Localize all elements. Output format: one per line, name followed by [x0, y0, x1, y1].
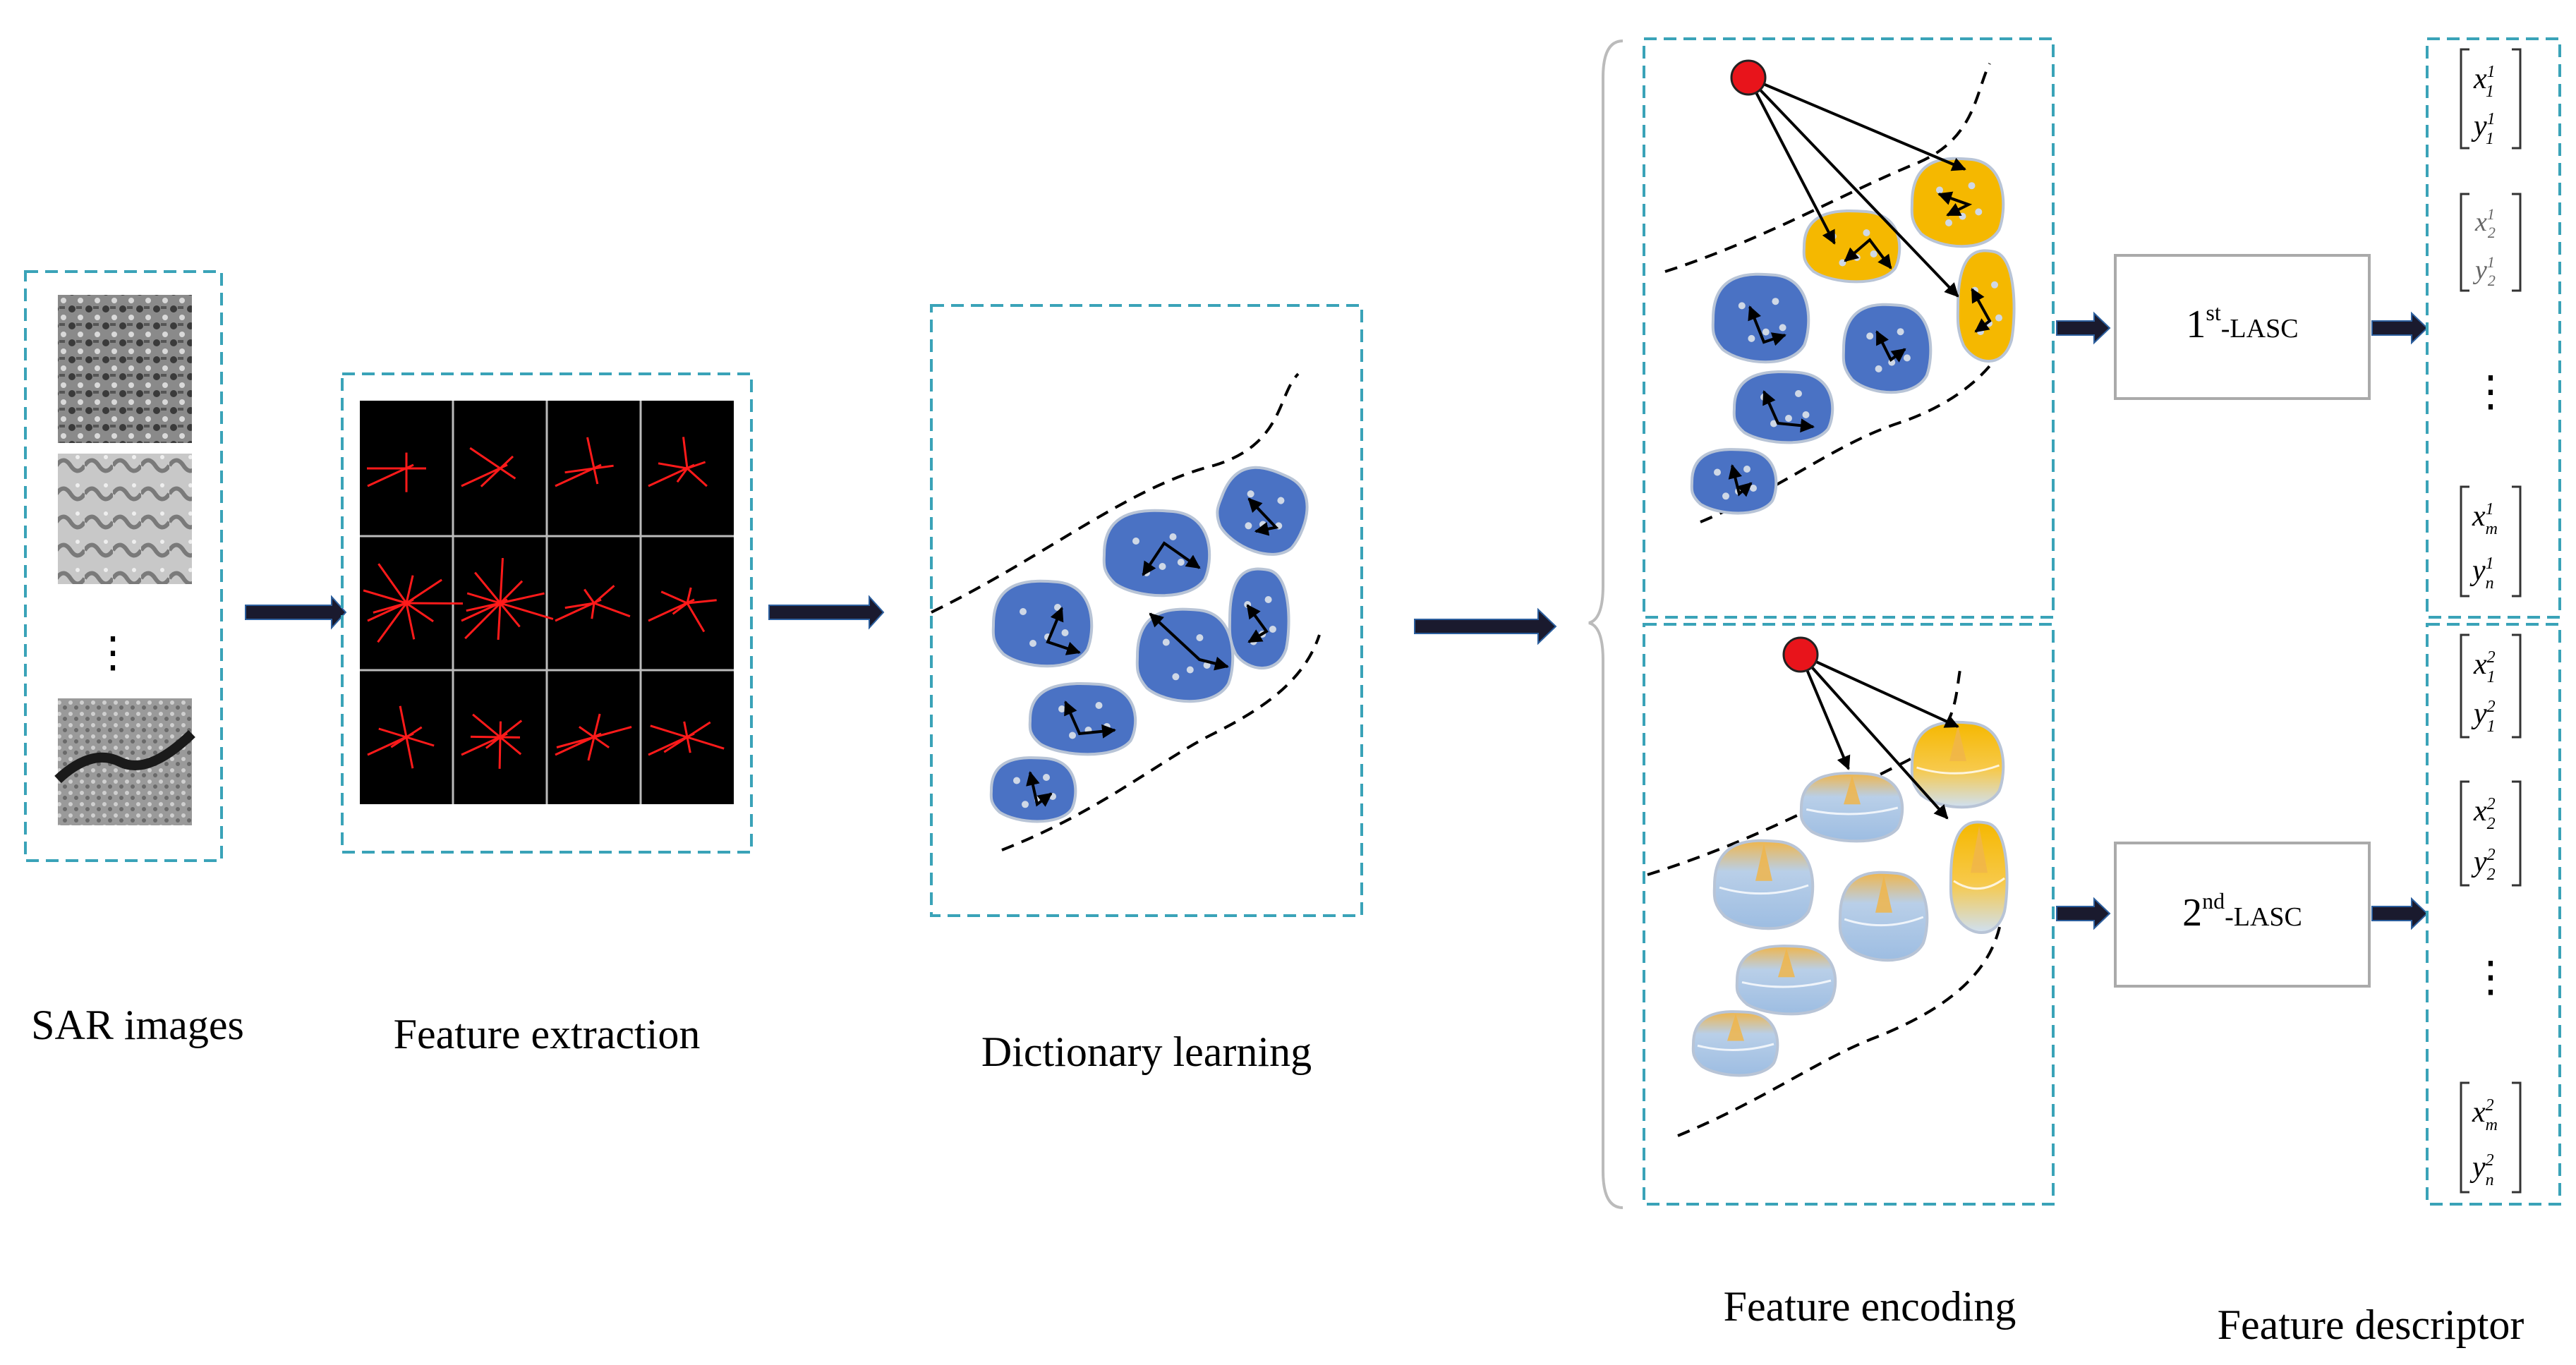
arrow-encoding-top-to-lasc	[2056, 311, 2111, 345]
encoding-brace	[1588, 40, 1623, 1209]
svg-text:y12: y12	[2472, 253, 2496, 289]
lasc-second-label: 2nd-LASC	[2182, 888, 2302, 935]
arrow-lasc-first-to-descriptor	[2371, 311, 2429, 345]
svg-text:y22: y22	[2471, 846, 2496, 884]
anchor-links-bottom	[1799, 653, 1959, 820]
label-feature-encoding: Feature encoding	[1724, 1283, 2016, 1330]
lasc-first-label: 1st-LASC	[2186, 300, 2298, 346]
encoding-top-upper-boundary	[1664, 63, 1991, 273]
encoding-cluster	[1842, 303, 1933, 394]
encoding-cluster	[1711, 272, 1810, 364]
sar-image-3	[54, 698, 195, 825]
dictionary-cluster	[989, 756, 1077, 823]
svg-text:x22: x22	[2473, 795, 2496, 833]
label-feature-descriptor: Feature descriptor	[2218, 1302, 2524, 1348]
encoding-soft-cluster	[1712, 839, 1815, 930]
descriptor-bottom-ellipsis: ⋮	[2469, 954, 2512, 1000]
descriptor-top-ellipsis: ⋮	[2469, 368, 2512, 415]
dictionary-cluster	[1216, 466, 1309, 556]
svg-text:x21: x21	[2473, 648, 2496, 686]
encoding-bottom-frame	[1643, 623, 2055, 1206]
encoding-soft-cluster	[1910, 720, 2005, 809]
feature-star	[461, 447, 516, 487]
dictionary-cluster	[1228, 567, 1290, 669]
lasc-first-box	[2114, 254, 2371, 400]
dictionary-cluster	[1028, 681, 1137, 756]
encoding-soft-cluster	[1949, 820, 2009, 934]
encoding-cluster	[1690, 448, 1778, 515]
sar-ellipsis: ⋮	[92, 629, 134, 676]
dictionary-cluster	[1135, 607, 1235, 703]
descriptor-top-frame	[2426, 37, 2561, 619]
feature-star	[648, 437, 708, 487]
svg-text:x2m: x2m	[2472, 1096, 2498, 1134]
encoding-bottom-clusters	[1691, 720, 2009, 1077]
sar-image-1	[58, 295, 192, 443]
feature-stars	[363, 437, 725, 769]
manifold-lower-boundary	[1001, 634, 1321, 851]
svg-text:y1n: y1n	[2469, 554, 2494, 593]
encoding-soft-cluster	[1799, 772, 1904, 843]
feature-grid-lines	[360, 401, 734, 804]
encoding-soft-cluster	[1735, 945, 1837, 1016]
anchor-point-top	[1730, 59, 1767, 96]
dictionary-clusters	[989, 466, 1309, 823]
feature-star	[648, 587, 717, 633]
arrow-dictionary-to-encoding	[1414, 607, 1557, 645]
sar-panel-frame	[24, 270, 223, 862]
feature-star	[367, 452, 426, 492]
lasc-second-box	[2114, 842, 2371, 988]
encoding-bottom-upper-boundary	[1647, 662, 1963, 876]
feature-star	[367, 705, 435, 769]
svg-text:x1m: x1m	[2472, 500, 2498, 538]
svg-text:y21: y21	[2471, 698, 2496, 736]
feature-star	[461, 713, 523, 769]
descriptor-bottom-frame	[2426, 623, 2561, 1206]
sar-image-2	[58, 454, 192, 584]
svg-text:y11: y11	[2471, 110, 2494, 148]
extraction-panel-frame	[341, 372, 753, 854]
dictionary-cluster	[991, 579, 1094, 668]
feature-star	[648, 721, 725, 756]
encoding-soft-cluster	[1691, 1010, 1779, 1077]
feature-star	[461, 558, 554, 640]
encoding-top-clusters	[1690, 157, 2016, 515]
arrow-encoding-bottom-to-lasc	[2056, 897, 2111, 930]
dictionary-cluster	[1102, 509, 1211, 597]
encoding-cluster	[1956, 249, 2016, 363]
anchor-links-top	[1747, 76, 1966, 298]
label-feature-extraction: Feature extraction	[394, 1011, 701, 1057]
svg-text:x11: x11	[2473, 63, 2494, 101]
manifold-upper-boundary	[931, 372, 1300, 614]
encoding-top-frame	[1643, 37, 2055, 619]
svg-text:y2n: y2n	[2469, 1151, 2494, 1189]
label-sar-images: SAR images	[31, 1002, 244, 1048]
feature-star	[363, 563, 464, 643]
encoding-bottom-lower-boundary	[1677, 923, 2002, 1137]
arrow-extraction-to-dictionary	[768, 595, 885, 630]
encoding-cluster	[1910, 157, 2005, 248]
anchor-point-bottom	[1782, 636, 1819, 673]
feature-star	[555, 585, 631, 622]
label-dictionary-learning: Dictionary learning	[981, 1029, 1312, 1075]
feature-star	[555, 437, 614, 487]
encoding-cluster	[1732, 370, 1834, 444]
arrow-lasc-second-to-descriptor	[2371, 897, 2429, 930]
svg-text:x12: x12	[2474, 205, 2496, 241]
arrow-sar-to-extraction	[245, 595, 347, 630]
dictionary-panel-frame	[930, 304, 1363, 917]
feature-star	[555, 713, 632, 761]
encoding-soft-cluster	[1838, 870, 1929, 962]
